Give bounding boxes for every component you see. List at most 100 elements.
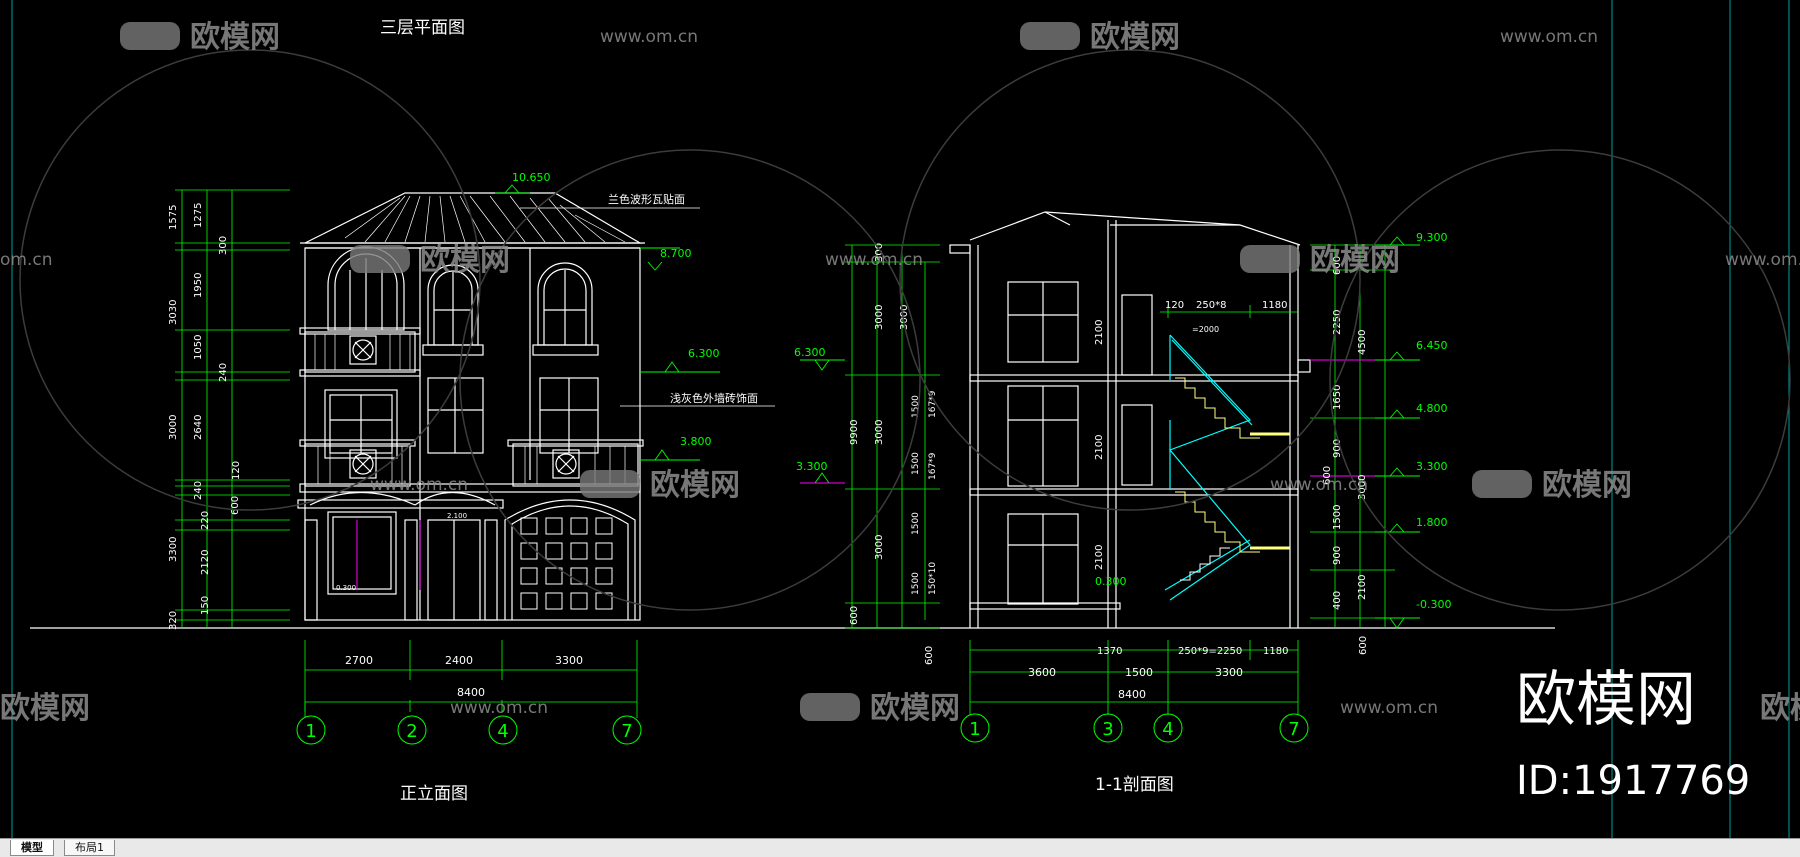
dim-label: 1500	[911, 395, 921, 418]
dim-label: 2400	[445, 654, 473, 667]
dim-label: 120	[231, 461, 242, 480]
dim-label: 3000	[874, 535, 885, 560]
dim-label: 9900	[849, 420, 860, 445]
dim-label: 3300	[168, 537, 179, 562]
dim-label: 600	[1358, 636, 1369, 655]
watermark-url: www.om.cn	[1500, 27, 1598, 47]
dim-label: 900	[1332, 439, 1343, 458]
dim-label: 600	[1332, 256, 1343, 275]
watermark-url: www.om.cn	[1340, 698, 1438, 718]
section-axis-markers	[960, 713, 1309, 743]
dim-label: 1500	[1125, 666, 1153, 679]
dim-label: 250*8	[1196, 300, 1226, 311]
section-view	[949, 211, 1311, 628]
dim-label: 900	[1332, 546, 1343, 565]
watermark-url: www.om.cn	[370, 475, 468, 495]
dim-label: 3000	[874, 420, 885, 445]
dim-label: 1575	[168, 205, 179, 230]
dim-label: 300	[874, 243, 885, 262]
watermark-url: www.om.cn	[450, 698, 548, 718]
dim-label: 3000	[168, 415, 179, 440]
elevation-left-dimensions	[175, 189, 290, 628]
elevation-title: 正立面图	[400, 784, 468, 804]
axis-label: 1	[969, 719, 980, 740]
dim-label: 320	[168, 611, 179, 630]
section-bottom-dimensions	[969, 640, 1299, 715]
tab-layout1-label: 布局1	[75, 841, 104, 854]
watermark-logo: 欧模网	[420, 243, 510, 278]
dim-label: 8400	[1118, 688, 1146, 701]
dim-label: 2120	[200, 550, 211, 575]
watermark-url: www.om.cn	[825, 250, 923, 270]
section-stair-dim-labels: 1500 167*9 1500 167*9 1500 150*10 1500	[911, 390, 938, 595]
tab-model[interactable]: 模型	[10, 840, 54, 856]
tab-layout1[interactable]: 布局1	[64, 840, 115, 856]
drawing-canvas[interactable]: 三层平面图 正立面图 1-1剖面图	[0, 0, 1800, 838]
front-elevation	[297, 192, 645, 621]
section-stairs	[1164, 334, 1253, 601]
dim-label: 3000	[1357, 475, 1368, 500]
watermark-url: www.om.cn	[1725, 250, 1800, 270]
wall-note: 浅灰色外墙砖饰面	[670, 391, 758, 405]
section-top-dim-labels: 120 250*8 1180 =2000	[1165, 300, 1287, 334]
dim-label: 2100	[1094, 435, 1105, 460]
elevation-levels	[495, 184, 720, 461]
section-right-dimensions	[1310, 244, 1395, 628]
dim-label: 600	[849, 606, 860, 625]
watermark-url: www.om.cn	[600, 27, 698, 47]
dim-label: 250*9=2250	[1178, 646, 1242, 657]
dim-label: 2700	[345, 654, 373, 667]
section-left-dim-labels: 300 3000 3000 9900 3000 3000 600 600	[849, 243, 935, 665]
dim-label: 120	[1165, 300, 1184, 311]
dim-label: =2000	[1192, 325, 1219, 334]
dim-label: 1050	[193, 335, 204, 360]
watermark-logo: 欧模网	[1090, 20, 1180, 55]
stair-treads	[1175, 377, 1290, 581]
watermark-urls: www.om.cn www.om.cn www.om.cn www.om.cn …	[0, 27, 1800, 718]
dim-label: 150*10	[928, 562, 938, 595]
watermark-url-partial: om.cn	[0, 250, 53, 270]
elevation-axis-labels: 1 2 4 7	[305, 721, 632, 742]
dim-label: 1500	[911, 572, 921, 595]
dim-label: 300	[218, 236, 229, 255]
axis-label: 4	[1162, 719, 1173, 740]
elevation-axis-markers	[296, 715, 642, 745]
cad-drawing: 三层平面图 正立面图 1-1剖面图	[0, 0, 1800, 838]
watermark-logo: 欧模网	[870, 691, 960, 726]
floor-level-label: 0.300	[1095, 575, 1127, 588]
section-bottom-dim-labels: 1370 250*9=2250 1180 3600 1500 3300 8400	[1028, 646, 1288, 701]
level-label: 3.300	[1416, 460, 1448, 473]
section-right-dim-labels: 600 2250 4500 1650 900 600 3000 1500 900…	[1322, 256, 1369, 655]
dim-label: 1500	[1332, 505, 1343, 530]
dim-label: 8400	[457, 686, 485, 699]
watermark-big-brand: 欧模网	[1516, 665, 1696, 735]
level-label: 3.300	[796, 460, 828, 473]
dim-label: 1950	[193, 273, 204, 298]
elevation-bottom-dimensions	[304, 640, 638, 718]
dim-label: 1650	[1332, 385, 1343, 410]
watermark-logo: 欧模网	[1542, 468, 1632, 503]
tab-model-label: 模型	[21, 841, 43, 854]
dim-label: 2640	[193, 415, 204, 440]
section-level-labels: 6.300 3.300 9.300 6.450 4.800 3.300 1.80…	[794, 231, 1451, 611]
dim-label: 3600	[1028, 666, 1056, 679]
dim-label: 3000	[874, 305, 885, 330]
dim-label: 400	[1332, 591, 1343, 610]
level-label: 8.700	[660, 247, 692, 260]
elevation-left-dim-labels: 1575 1275 300 3030 1950 1050 240 3000 26…	[168, 203, 242, 630]
axis-label: 1	[305, 721, 316, 742]
dim-label: 1180	[1263, 646, 1288, 657]
plan-title: 三层平面图	[380, 18, 465, 38]
axis-label: 3	[1102, 719, 1113, 740]
level-label: 6.300	[688, 347, 720, 360]
dim-label: 1370	[1097, 646, 1122, 657]
section-title: 1-1剖面图	[1095, 775, 1174, 795]
garage-panels	[520, 517, 613, 610]
elevation-level-labels: 10.650 8.700 6.300 3.800	[512, 171, 720, 448]
level-label: 9.300	[1416, 231, 1448, 244]
section-levels	[800, 236, 1420, 629]
dim-label: 3000	[899, 305, 910, 330]
level-label: 3.800	[680, 435, 712, 448]
level-label: 1.800	[1416, 516, 1448, 529]
dim-label: 220	[200, 511, 211, 530]
